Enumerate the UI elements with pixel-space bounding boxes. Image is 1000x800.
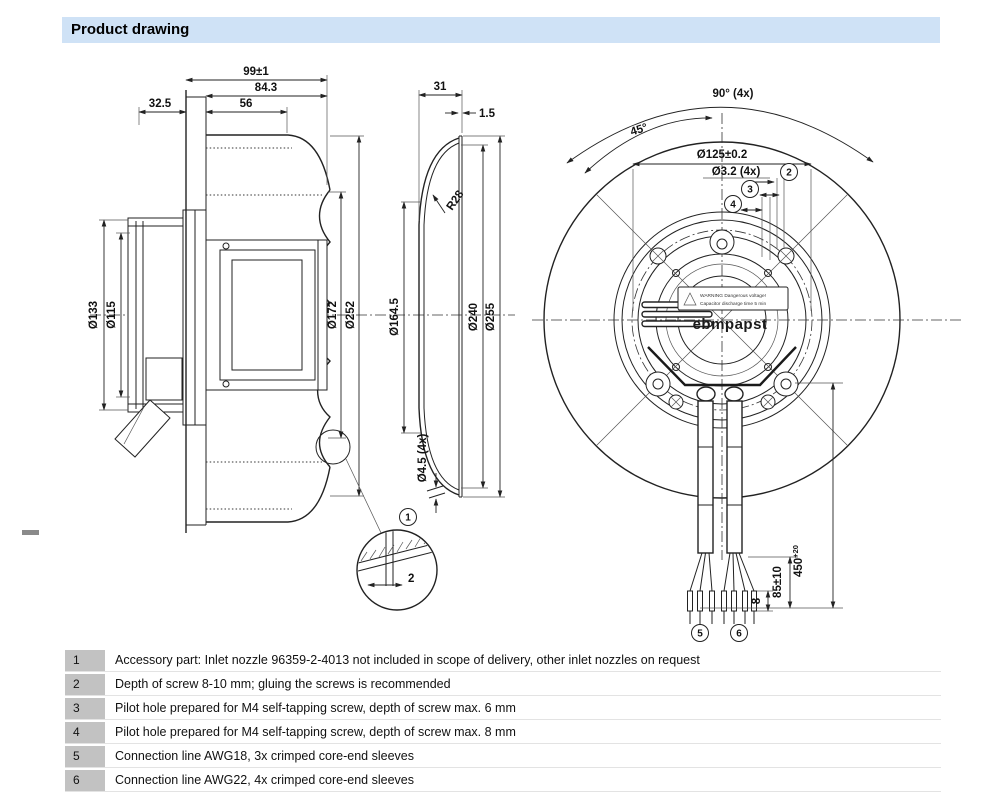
dim-label-d252: Ø252 — [345, 301, 357, 329]
warning-text-1: WARNING Dangerous voltage! — [700, 293, 766, 299]
connection-cables — [687, 400, 757, 624]
callout-5: 5 — [697, 629, 703, 640]
dim-label-85: 85±10 — [772, 566, 784, 598]
note-number: 4 — [65, 722, 105, 743]
dim-label-90deg: 90° (4x) — [712, 88, 753, 100]
product-drawing-canvas: 99±1 84.3 56 32.5 Ø133 Ø115 — [88, 66, 962, 642]
front-view-dimensions: 90° (4x) 45° Ø125±0.2 Ø3.2 (4x) 2 3 — [566, 88, 874, 612]
dim-label-31: 31 — [434, 81, 447, 93]
note-number: 3 — [65, 698, 105, 719]
note-number: 2 — [65, 674, 105, 695]
note-text: Connection line AWG22, 4x crimped core-e… — [115, 773, 414, 787]
page-margin-mark — [22, 530, 39, 535]
dim-label-d32: Ø3.2 (4x) — [712, 166, 761, 178]
side-view-dimensions: 99±1 84.3 56 32.5 Ø133 Ø115 — [88, 66, 364, 497]
cable-channel — [647, 346, 797, 387]
warning-triangle-icon — [683, 292, 697, 306]
table-row: 6 Connection line AWG22, 4x crimped core… — [65, 770, 941, 792]
callout-6-circle — [730, 624, 748, 642]
side-view: 99±1 84.3 56 32.5 Ø133 Ø115 — [88, 66, 515, 533]
side-view-motor — [114, 209, 207, 458]
dim-label-1-5: 1.5 — [479, 108, 496, 120]
note-text: Depth of screw 8-10 mm; gluing the screw… — [115, 677, 451, 691]
warning-label: WARNING Dangerous voltage! Capacitor dis… — [677, 286, 789, 311]
section-header: Product drawing — [62, 17, 940, 43]
callout-5-circle — [691, 624, 709, 642]
dim-label-r28: R28 — [445, 188, 467, 213]
dim-label-8: 8 — [751, 597, 763, 604]
warning-text-2: Capacitor discharge time 5 min — [700, 301, 766, 307]
callout-1: 1 — [405, 513, 411, 524]
note-text: Connection line AWG18, 3x crimped core-e… — [115, 749, 414, 763]
detail-source-marker — [315, 429, 351, 465]
callout-4: 4 — [730, 200, 736, 211]
callout-2-circle — [780, 163, 798, 181]
dim-label-d172: Ø172 — [327, 301, 339, 329]
callout-4-circle — [724, 195, 742, 213]
dim-label-d240: Ø240 — [468, 303, 480, 331]
dim-label-d255: Ø255 — [485, 302, 497, 331]
dim-label-d133: Ø133 — [88, 301, 100, 329]
note-number: 1 — [65, 650, 105, 671]
callout-2: 2 — [786, 168, 792, 179]
note-text: Pilot hole prepared for M4 self-tapping … — [115, 701, 516, 715]
dim-label-84: 84.3 — [255, 82, 277, 94]
note-number: 5 — [65, 746, 105, 767]
dim-label-450: 450+20 — [791, 545, 805, 577]
table-row: 4 Pilot hole prepared for M4 self-tappin… — [65, 722, 941, 744]
nozzle-dimensions: 31 1.5 R28 Ø164.5 Ø240 Ø255 — [389, 81, 505, 513]
dim-label-2: 2 — [408, 573, 414, 585]
mounting-ears — [645, 229, 799, 410]
dim-label-99: 99±1 — [243, 66, 269, 78]
side-view-housing — [185, 90, 351, 533]
note-text: Pilot hole prepared for M4 self-tapping … — [115, 725, 516, 739]
dim-label-56: 56 — [240, 98, 253, 110]
note-number: 6 — [65, 770, 105, 791]
table-row: 1 Accessory part: Inlet nozzle 96359-2-4… — [65, 650, 941, 672]
table-row: 2 Depth of screw 8-10 mm; gluing the scr… — [65, 674, 941, 696]
table-row: 5 Connection line AWG18, 3x crimped core… — [65, 746, 941, 768]
detail-thread — [358, 531, 436, 586]
dim-label-32: 32.5 — [149, 98, 172, 110]
note-text: Accessory part: Inlet nozzle 96359-2-401… — [115, 653, 700, 667]
dim-label-d125: Ø125±0.2 — [697, 149, 747, 161]
callout-3: 3 — [747, 185, 753, 196]
detail-view: 1 2 — [345, 458, 438, 611]
callout-3-circle — [741, 180, 759, 198]
callout-1-circle — [399, 508, 417, 526]
cable-gland — [114, 399, 171, 458]
notes-table: 1 Accessory part: Inlet nozzle 96359-2-4… — [65, 650, 941, 794]
dim-label-45deg: 45° — [629, 122, 650, 139]
dim-label-d164: Ø164.5 — [389, 298, 401, 336]
page-title: Product drawing — [71, 21, 190, 38]
callout-6: 6 — [736, 629, 742, 640]
front-view: WARNING Dangerous voltage! Capacitor dis… — [532, 88, 962, 642]
table-row: 3 Pilot hole prepared for M4 self-tappin… — [65, 698, 941, 720]
brand-logo: ebmpapst — [693, 316, 768, 333]
dim-label-d45: Ø4.5 (4x) — [417, 434, 429, 483]
dim-label-d115: Ø115 — [106, 301, 118, 329]
nozzle-section-view: 31 1.5 R28 Ø164.5 Ø240 Ø255 — [389, 81, 505, 513]
